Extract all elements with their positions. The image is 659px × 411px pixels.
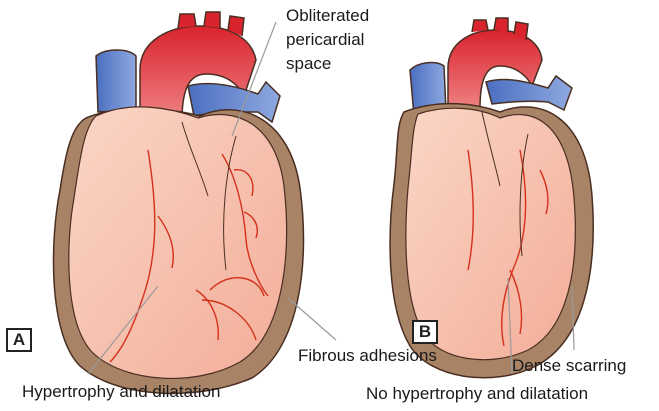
- heart-a-myocardium: [69, 107, 287, 379]
- leader-fibrous: [288, 298, 336, 340]
- label-fibrous-adhesions: Fibrous adhesions: [298, 346, 437, 366]
- label-no-hypertrophy: No hypertrophy and dilatation: [366, 384, 588, 404]
- label-obliterated-line-1: Obliterated: [286, 6, 369, 26]
- label-obliterated-line-3: space: [286, 54, 331, 74]
- heart-a: [53, 12, 303, 393]
- label-dense-scarring: Dense scarring: [512, 356, 626, 376]
- panel-label-a: A: [6, 328, 32, 352]
- label-hypertrophy: Hypertrophy and dilatation: [22, 382, 220, 402]
- panel-label-b: B: [412, 320, 438, 344]
- label-obliterated-line-2: pericardial: [286, 30, 364, 50]
- heart-a-vena-cava: [96, 50, 136, 112]
